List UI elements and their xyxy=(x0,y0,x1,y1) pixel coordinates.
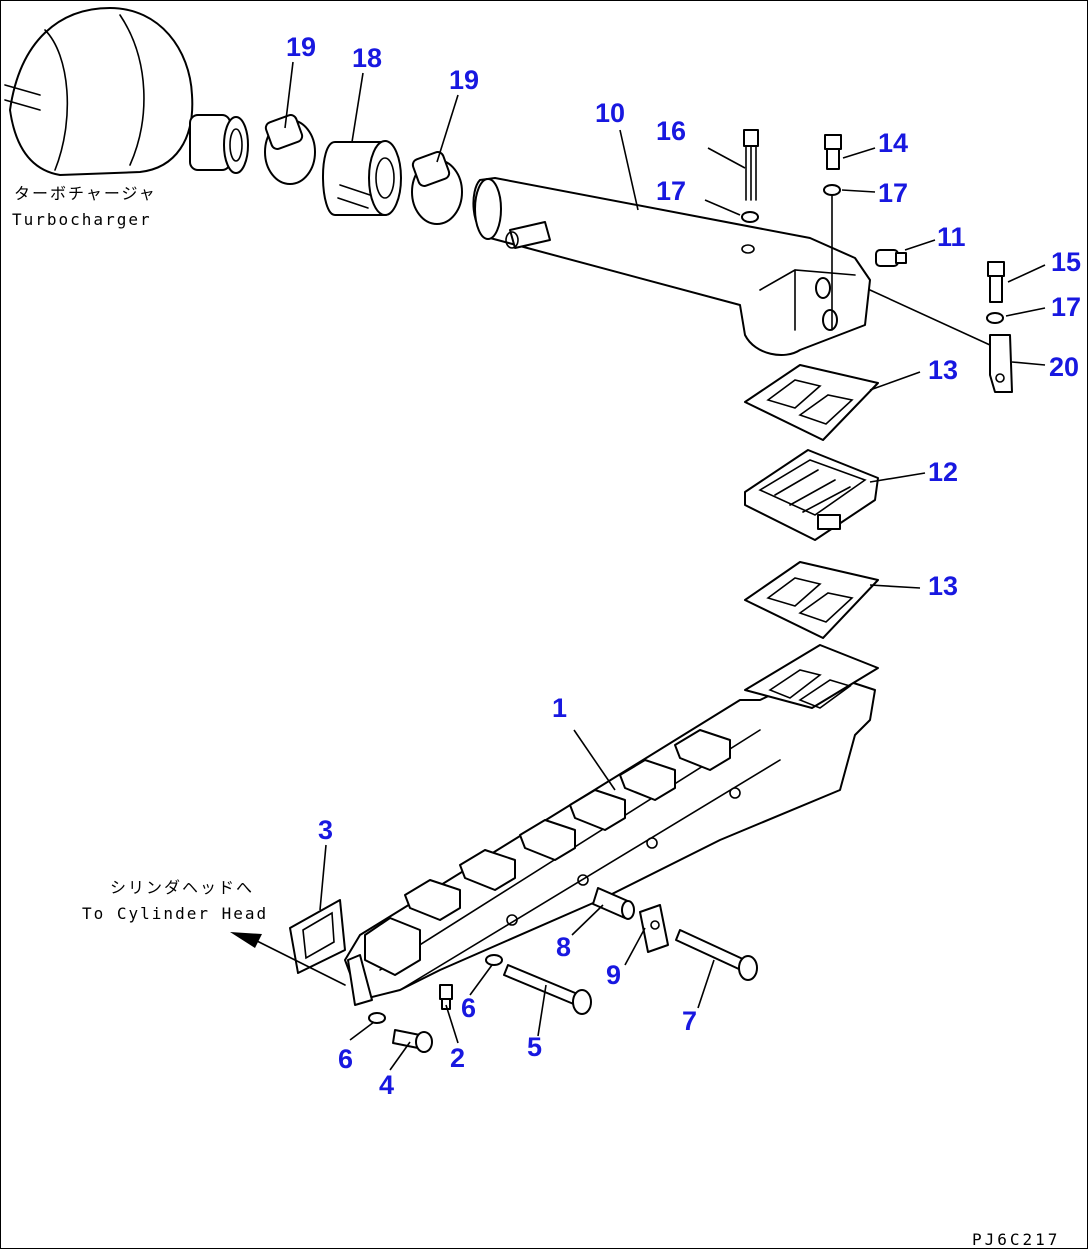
callout-13-upper: 13 xyxy=(928,355,959,385)
washer-6a xyxy=(485,954,503,966)
callout-20: 20 xyxy=(1049,352,1080,382)
callout-17-b: 17 xyxy=(878,178,909,208)
clamp-19-left xyxy=(264,114,316,185)
callout-16: 16 xyxy=(656,116,687,146)
callout-1: 1 xyxy=(552,693,568,723)
bolt-14 xyxy=(824,134,842,170)
bolt-4 xyxy=(392,1029,433,1053)
gasket-13-upper xyxy=(744,364,879,441)
callout-10: 10 xyxy=(595,98,626,128)
callout-4: 4 xyxy=(379,1070,395,1100)
callout-15: 15 xyxy=(1051,247,1082,277)
callout-19-right: 19 xyxy=(449,65,480,95)
callout-7: 7 xyxy=(682,1006,698,1036)
washer-17b xyxy=(823,184,841,196)
washer-17c xyxy=(986,312,1004,324)
sensor-11 xyxy=(875,249,907,267)
spacer-8 xyxy=(592,887,635,920)
washer-6b xyxy=(368,1012,386,1024)
bracket-20 xyxy=(989,334,1013,393)
module-12 xyxy=(744,449,879,541)
bolt-15 xyxy=(987,261,1005,303)
bolt-7 xyxy=(675,929,758,981)
callout-9: 9 xyxy=(606,960,622,990)
callout-11: 11 xyxy=(937,222,966,252)
callout-3: 3 xyxy=(318,815,334,845)
hose-18 xyxy=(322,140,402,216)
callout-2: 2 xyxy=(450,1043,466,1073)
exhaust-manifold-1 xyxy=(344,644,879,1006)
drawing-code: PJ6C217 xyxy=(972,1230,1061,1249)
plug-2 xyxy=(439,984,453,1010)
cylinder-head-label-en: To Cylinder Head xyxy=(82,904,269,923)
callout-14: 14 xyxy=(878,128,909,158)
callout-17-c: 17 xyxy=(1051,292,1082,322)
bolt-5 xyxy=(503,964,592,1015)
turbocharger xyxy=(4,7,249,176)
bracket-9 xyxy=(639,904,669,953)
callout-5: 5 xyxy=(527,1032,543,1062)
callout-19-left: 19 xyxy=(286,32,317,62)
callout-6-upper: 6 xyxy=(461,993,477,1023)
washer-17a xyxy=(741,211,759,223)
clamp-19-right xyxy=(411,151,463,225)
cylinder-head-arrow xyxy=(230,932,346,986)
bracket-20-link xyxy=(869,289,991,346)
bolt-16 xyxy=(743,129,759,201)
turbocharger-label-en: Turbocharger xyxy=(12,210,152,229)
cylinder-head-label-jp: シリンダヘッドへ xyxy=(110,878,255,897)
callout-17-a: 17 xyxy=(656,176,687,206)
gasket-13-lower xyxy=(744,561,879,639)
exhaust-pipe-10 xyxy=(472,177,871,356)
gasket-3 xyxy=(289,899,346,974)
leader-lines xyxy=(284,61,1046,1071)
callout-18: 18 xyxy=(352,43,383,73)
callout-6-lower: 6 xyxy=(338,1044,354,1074)
callout-8: 8 xyxy=(556,932,572,962)
callout-12: 12 xyxy=(928,457,959,487)
turbocharger-label-jp: ターボチャージャ xyxy=(14,184,157,203)
callout-13-lower: 13 xyxy=(928,571,959,601)
